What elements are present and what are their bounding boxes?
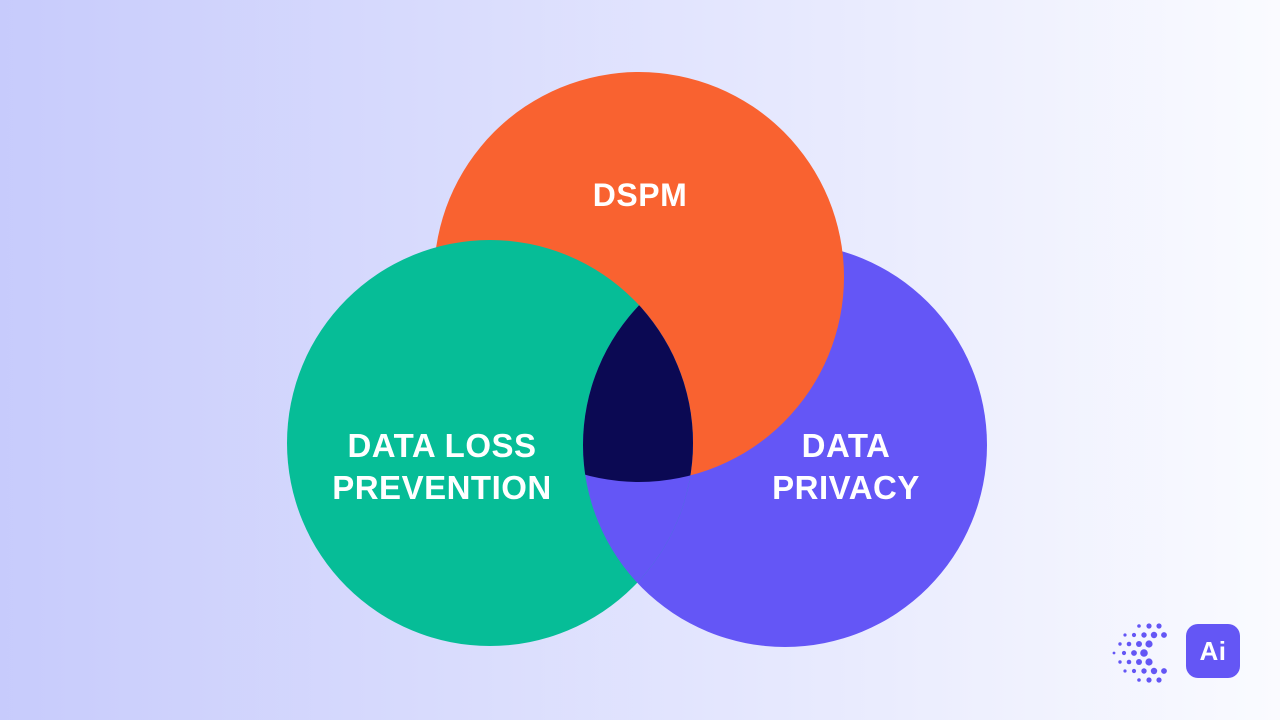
label-privacy-line1: DATA [802, 427, 891, 464]
dots-logo-icon [1112, 623, 1167, 683]
ai-badge-background [1186, 624, 1240, 678]
ai-badge-label: Ai [1200, 636, 1227, 666]
ai-badge-logo: Ai [1186, 624, 1240, 678]
label-dspm: DSPM [593, 177, 687, 213]
venn-circle-dlp [287, 240, 693, 646]
label-privacy-line2: PRIVACY [772, 469, 920, 506]
label-dlp-line1: DATA LOSS [347, 427, 536, 464]
label-dlp-line2: PREVENTION [332, 469, 552, 506]
